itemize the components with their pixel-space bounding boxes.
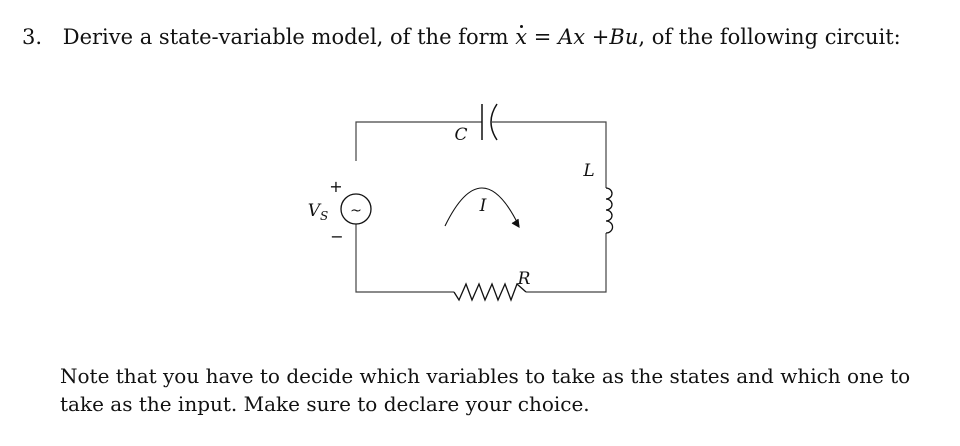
current-arrow — [444, 187, 520, 229]
voltage-source-tilde: ~ — [350, 203, 362, 219]
wire-bottom-left — [355, 224, 454, 293]
equals-sign: = — [533, 25, 552, 49]
problem-text-after: , of the following circuit: — [638, 25, 901, 49]
problem-number: 3. — [22, 25, 43, 49]
polarity-minus: − — [330, 227, 343, 246]
wire-right-bottom — [526, 233, 607, 293]
capacitor-symbol — [481, 103, 498, 141]
note-paragraph: Note that you have to decide which varia… — [60, 364, 911, 416]
term-bu: Bu — [609, 25, 639, 49]
polarity-plus: + — [329, 177, 342, 196]
resistor-symbol — [453, 282, 527, 302]
inductor-symbol — [605, 187, 614, 234]
term-ax: Ax — [558, 25, 586, 49]
state-equation: x = Ax +Bu — [515, 25, 638, 49]
wire-top-left — [355, 121, 482, 161]
wire-top-right — [492, 121, 607, 188]
source-label: VS — [308, 201, 329, 223]
inductor-label: L — [582, 161, 594, 181]
voltage-source-symbol — [340, 193, 372, 225]
source-label-main: V — [308, 201, 322, 221]
problem-text-before: Derive a state-variable model, of the fo… — [62, 25, 509, 49]
resistor-label: R — [517, 269, 531, 289]
state-derivative: x — [515, 22, 527, 52]
current-label: I — [479, 196, 487, 216]
plus-sign: + — [591, 25, 610, 49]
problem-statement: 3. Derive a state-variable model, of the… — [22, 22, 901, 52]
capacitor-label: C — [454, 125, 467, 145]
source-label-subscript: S — [320, 209, 328, 223]
